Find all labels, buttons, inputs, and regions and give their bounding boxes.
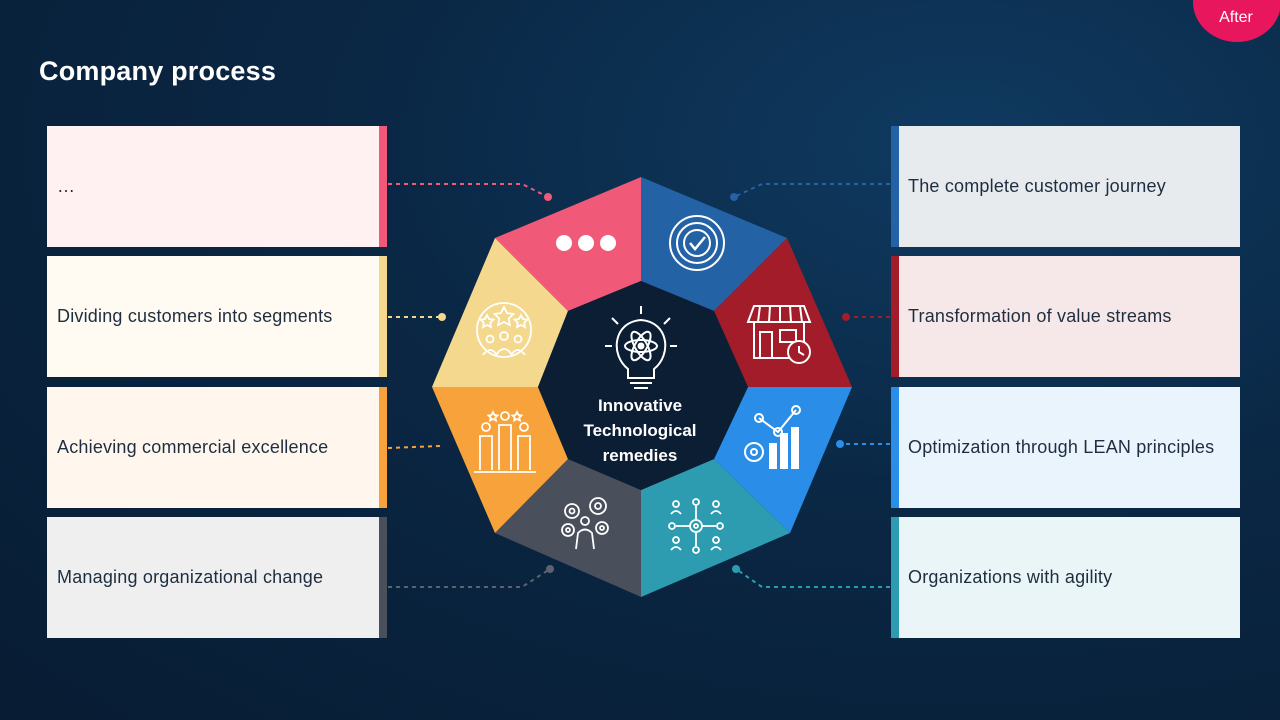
- segment-2[interactable]: [641, 177, 787, 311]
- left-card-text: Managing organizational change: [57, 567, 324, 588]
- center-label-line-3: remedies: [602, 446, 678, 465]
- left-card-accent: [379, 387, 387, 508]
- connector-right-4: [735, 568, 890, 588]
- connector-right-1: [733, 183, 890, 198]
- left-card-1[interactable]: …: [47, 126, 387, 247]
- right-card-accent: [891, 126, 899, 247]
- center-hub: [538, 281, 748, 490]
- connector-dot: [438, 313, 446, 321]
- connector-dot: [836, 440, 844, 448]
- analytics-gear-icon: [744, 405, 801, 469]
- network-people-icon: [668, 498, 724, 554]
- right-card-text: The complete customer journey: [908, 176, 1166, 197]
- team-podium-icon: [474, 409, 536, 473]
- right-card-text: Transformation of value streams: [908, 306, 1172, 327]
- right-card-accent: [891, 517, 899, 638]
- center-label-line-2: Technological: [583, 421, 697, 440]
- left-card-accent: [379, 517, 387, 638]
- segment-5[interactable]: [641, 459, 790, 597]
- connector-left-4: [388, 568, 551, 588]
- right-card-text: Optimization through LEAN principles: [908, 437, 1215, 458]
- segment-3[interactable]: [714, 238, 852, 387]
- connector-dot: [842, 313, 850, 321]
- left-card-accent: [379, 256, 387, 377]
- dots-icon: [556, 235, 616, 251]
- center-label-line-1: Innovative: [597, 396, 683, 415]
- right-card-4[interactable]: Organizations with agility: [891, 517, 1240, 638]
- target-check-icon: [669, 215, 725, 271]
- lightbulb-atom-icon: [605, 306, 677, 389]
- left-card-accent: [379, 126, 387, 247]
- connector-left-3: [387, 445, 441, 449]
- left-card-text: Dividing customers into segments: [57, 306, 333, 327]
- connector-left-1: [388, 183, 549, 198]
- stars-team-icon: [476, 302, 532, 358]
- left-card-text: …: [57, 176, 76, 197]
- right-card-accent: [891, 256, 899, 377]
- connector-dot: [546, 565, 554, 573]
- center-label: Innovative Technological remedies: [565, 393, 715, 468]
- connector-dot: [730, 193, 738, 201]
- after-badge-label: After: [1219, 9, 1253, 26]
- right-card-1[interactable]: The complete customer journey: [891, 126, 1240, 247]
- connector-dot: [732, 565, 740, 573]
- left-card-text: Achieving commercial excellence: [57, 437, 329, 458]
- right-card-3[interactable]: Optimization through LEAN principles: [891, 387, 1240, 508]
- page-title: Company process: [39, 56, 277, 86]
- right-card-text: Organizations with agility: [908, 567, 1113, 588]
- segment-7[interactable]: [432, 387, 568, 533]
- store-clock-icon: [746, 305, 812, 364]
- connector-dot: [544, 193, 552, 201]
- right-card-2[interactable]: Transformation of value streams: [891, 256, 1240, 377]
- left-card-2[interactable]: Dividing customers into segments: [47, 256, 387, 377]
- left-card-3[interactable]: Achieving commercial excellence: [47, 387, 387, 508]
- gear-person-icon: [561, 497, 609, 550]
- right-card-accent: [891, 387, 899, 508]
- left-card-4[interactable]: Managing organizational change: [47, 517, 387, 638]
